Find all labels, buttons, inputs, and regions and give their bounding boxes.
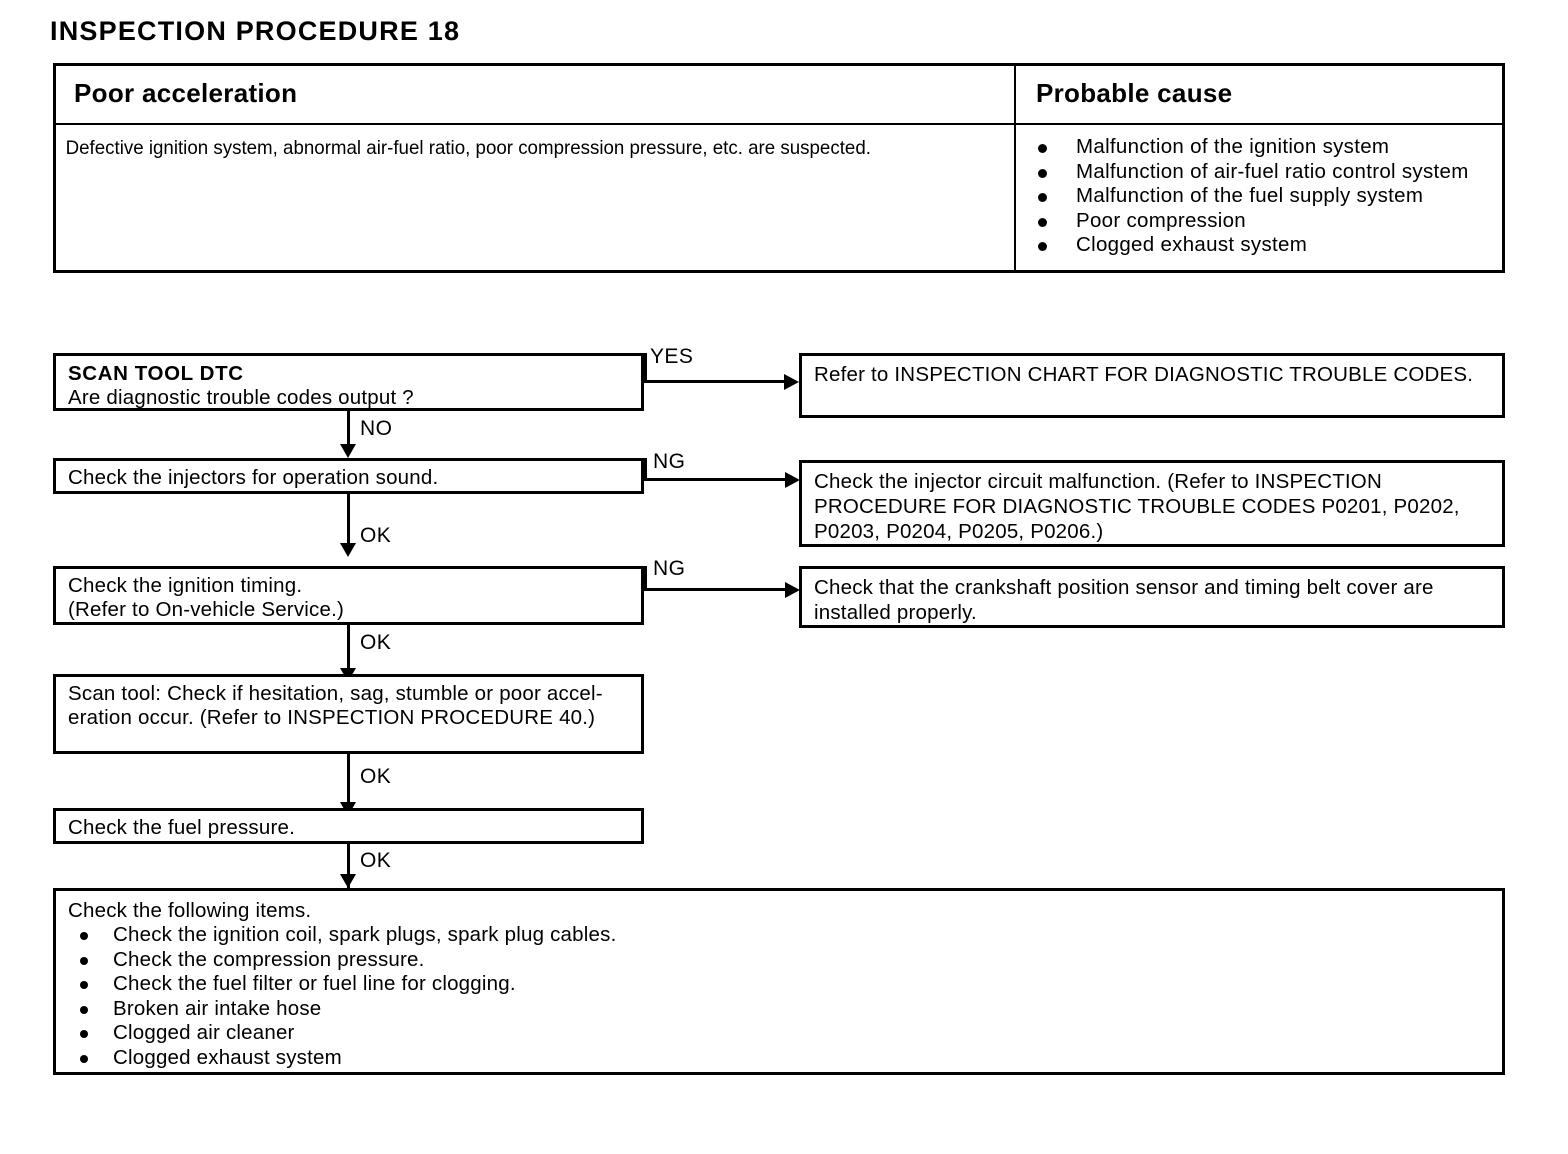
- list-item: Broken air intake hose: [68, 997, 616, 1022]
- connector-label-ok-injectors: OK: [360, 524, 392, 547]
- bullet-icon: [80, 1030, 88, 1038]
- arrow-down-icon: [340, 444, 356, 458]
- list-item: Poor compression: [1036, 209, 1496, 234]
- bullet-icon: [80, 1054, 88, 1063]
- flow-box-ignition-timing: Check the ignition timing. (Refer to On-…: [53, 566, 644, 625]
- connector-label-ok-timing: OK: [360, 631, 392, 654]
- bullet-icon: [1038, 144, 1047, 153]
- fuel-pressure-text: Check the fuel pressure.: [68, 816, 295, 839]
- arrow-down-icon: [340, 543, 356, 557]
- list-item: Clogged exhaust system: [68, 1046, 616, 1071]
- bullet-icon: [80, 981, 88, 989]
- list-item: Malfunction of the fuel supply system: [1036, 184, 1496, 209]
- arrow-right-icon: [784, 374, 799, 390]
- flow-box-refer-dtc-chart: Refer to INSPECTION CHART FOR DIAGNOSTIC…: [799, 353, 1505, 418]
- scan-tool-dtc-heading: SCAN TOOL DTC: [68, 362, 244, 385]
- symptom-probable-cause-table: Poor acceleration Probable cause Defecti…: [53, 63, 1505, 273]
- connector-label-ng-timing: NG: [653, 557, 686, 580]
- bullet-icon: [1038, 168, 1047, 178]
- check-item-text: Clogged exhaust system: [113, 1045, 342, 1069]
- arrow-right-icon: [785, 472, 800, 488]
- table-header-cell-symptom: Poor acceleration: [56, 66, 1016, 123]
- bullet-icon: [80, 956, 88, 965]
- check-item-text: Broken air intake hose: [113, 996, 322, 1020]
- cause-text: Malfunction of the ignition system: [1076, 135, 1390, 158]
- cause-text: Poor compression: [1076, 208, 1247, 232]
- connector-ok4-line: [347, 844, 350, 890]
- connector-yes-stub: [644, 353, 647, 382]
- probable-cause-header-label: Probable cause: [1036, 78, 1233, 108]
- check-items-list: Check the ignition coil, spark plugs, sp…: [68, 923, 616, 1070]
- cause-text: Malfunction of the fuel supply system: [1076, 184, 1424, 207]
- probable-cause-container: Malfunction of the ignition system Malfu…: [1016, 125, 1502, 270]
- scan-tool-dtc-question: Are diagnostic trouble codes output ?: [68, 386, 414, 409]
- cause-text: Clogged exhaust system: [1076, 233, 1308, 256]
- connector-ok2-line: [347, 625, 350, 672]
- arrow-down-icon: [340, 874, 356, 888]
- connector-yes-line: [644, 380, 789, 383]
- bullet-icon: [1038, 193, 1047, 202]
- connector-ng2-line: [644, 588, 790, 591]
- table-header-cell-cause: Probable cause: [1016, 66, 1502, 123]
- connector-ng1-stub: [644, 458, 647, 480]
- connector-label-ok-hesitation: OK: [360, 765, 392, 788]
- injector-circuit-text: Check the injector circuit malfunction. …: [814, 470, 1460, 543]
- table-body-cell-symptom: Defective ignition system, abnormal air-…: [56, 125, 1016, 270]
- arrow-right-icon: [785, 582, 800, 598]
- flow-box-fuel-pressure: Check the fuel pressure.: [53, 808, 644, 844]
- scan-tool-hesitation-line2: eration occur. (Refer to INSPECTION PROC…: [68, 706, 596, 729]
- connector-label-ng-injectors: NG: [653, 450, 686, 473]
- page-title: INSPECTION PROCEDURE 18: [50, 16, 461, 46]
- flow-box-crankshaft-sensor: Check that the crankshaft position senso…: [799, 566, 1505, 628]
- list-item: Check the fuel filter or fuel line for c…: [68, 972, 616, 997]
- scan-tool-hesitation-line1: Scan tool: Check if hesitation, sag, stu…: [68, 682, 603, 705]
- bullet-icon: [80, 932, 88, 940]
- list-item: Clogged exhaust system: [1036, 233, 1496, 258]
- symptom-description: Defective ignition system, abnormal air-…: [65, 137, 871, 159]
- crankshaft-sensor-text: Check that the crankshaft position senso…: [814, 576, 1434, 624]
- connector-ok1-line: [347, 494, 350, 546]
- flow-box-check-injectors: Check the injectors for operation sound.: [53, 458, 644, 494]
- connector-no-line: [347, 411, 350, 448]
- flow-box-check-following-items: Check the following items. Check the ign…: [53, 888, 1505, 1075]
- check-item-text: Check the compression pressure.: [113, 947, 425, 971]
- list-item: Malfunction of the ignition system: [1036, 135, 1496, 160]
- bullet-icon: [80, 1005, 88, 1014]
- table-header-row: Poor acceleration Probable cause: [56, 66, 1502, 125]
- ignition-timing-line1: Check the ignition timing.: [68, 574, 303, 597]
- refer-dtc-chart-text: Refer to INSPECTION CHART FOR DIAGNOSTIC…: [814, 363, 1474, 386]
- check-injectors-text: Check the injectors for operation sound.: [68, 466, 439, 489]
- cause-text: Malfunction of air-fuel ratio control sy…: [1076, 159, 1469, 183]
- flow-box-scan-tool-dtc: SCAN TOOL DTC Are diagnostic trouble cod…: [53, 353, 644, 411]
- check-item-text: Clogged air cleaner: [113, 1021, 295, 1044]
- flow-box-scan-tool-hesitation: Scan tool: Check if hesitation, sag, stu…: [53, 674, 644, 754]
- ignition-timing-line2: (Refer to On-vehicle Service.): [68, 598, 345, 621]
- list-item: Clogged air cleaner: [68, 1021, 616, 1046]
- probable-cause-list: Malfunction of the ignition system Malfu…: [1036, 135, 1496, 258]
- connector-label-no: NO: [360, 417, 393, 440]
- flow-box-injector-circuit: Check the injector circuit malfunction. …: [799, 460, 1505, 547]
- connector-label-yes: YES: [650, 345, 694, 368]
- connector-ng2-stub: [644, 566, 647, 591]
- list-item: Malfunction of air-fuel ratio control sy…: [1036, 160, 1496, 185]
- check-item-text: Check the fuel filter or fuel line for c…: [113, 972, 516, 995]
- bullet-icon: [1038, 242, 1047, 251]
- check-item-text: Check the ignition coil, spark plugs, sp…: [113, 923, 617, 946]
- symptom-header-label: Poor acceleration: [74, 78, 298, 108]
- connector-ng1-line: [644, 478, 790, 481]
- table-body-cell-cause: Malfunction of the ignition system Malfu…: [1016, 125, 1502, 270]
- list-item: Check the ignition coil, spark plugs, sp…: [68, 923, 616, 948]
- connector-label-ok-fuel-pressure: OK: [360, 849, 392, 872]
- check-following-items-heading: Check the following items.: [68, 899, 312, 922]
- table-body-row: Defective ignition system, abnormal air-…: [56, 125, 1502, 270]
- list-item: Check the compression pressure.: [68, 948, 616, 973]
- bullet-icon: [1038, 217, 1047, 227]
- connector-ok3-line: [347, 754, 350, 806]
